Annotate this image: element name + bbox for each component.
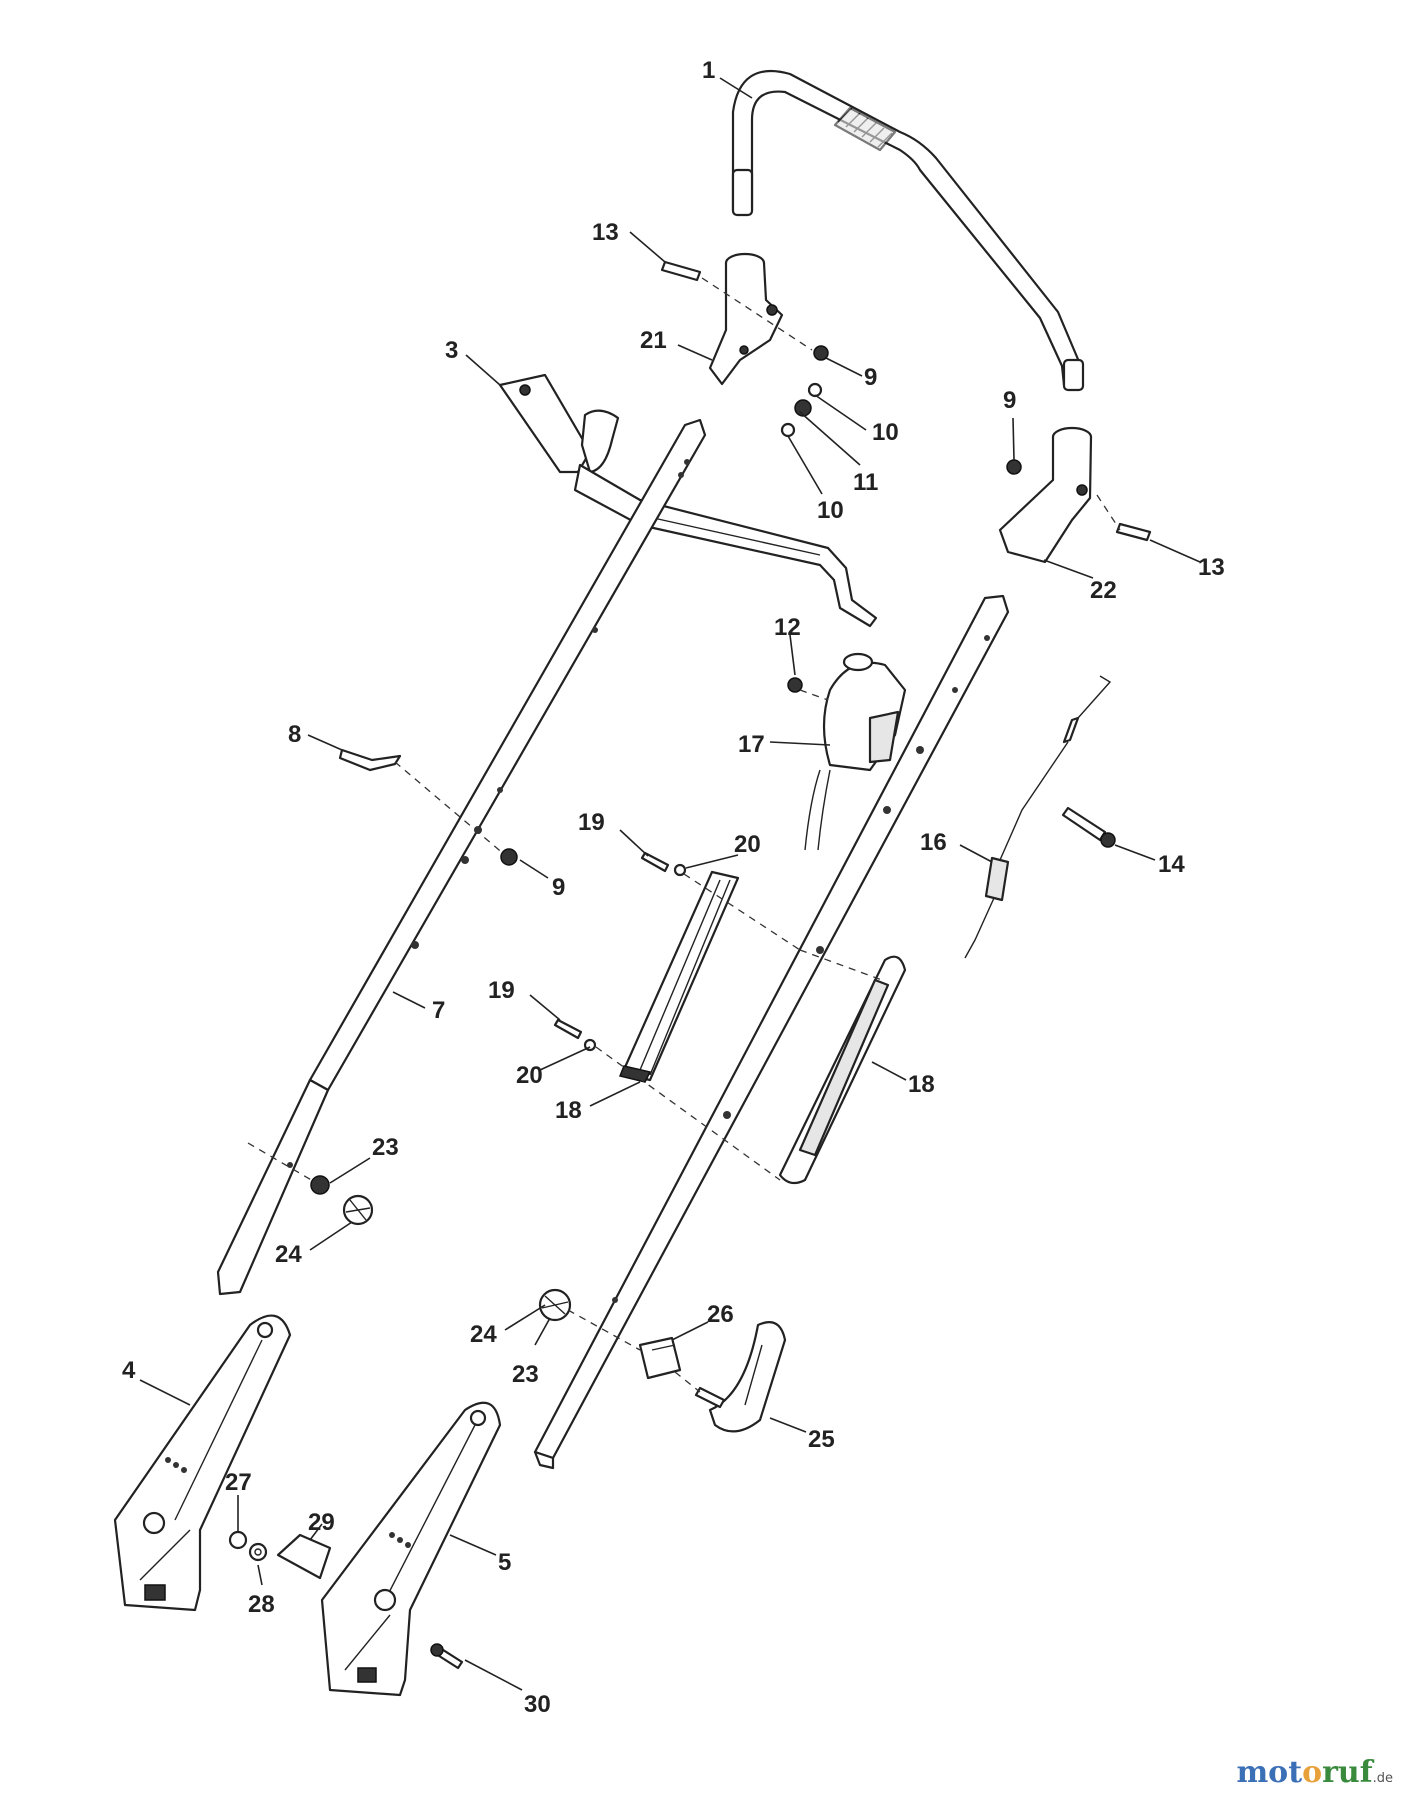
upper-handle-bar xyxy=(731,69,1085,392)
callout-18-clip: 18 xyxy=(555,1097,582,1124)
watermark-part-b: o xyxy=(1302,1755,1323,1790)
bolt-10-upper xyxy=(807,382,823,398)
callout-20-lower: 20 xyxy=(516,1062,543,1089)
cam-29 xyxy=(276,1533,332,1580)
callout-10-lower: 10 xyxy=(817,497,844,524)
callout-30: 30 xyxy=(524,1691,551,1718)
callout-13-right: 13 xyxy=(1198,554,1225,581)
handle-cover xyxy=(778,955,907,1185)
callout-23-right: 23 xyxy=(512,1361,539,1388)
callout-25: 25 xyxy=(808,1426,835,1453)
screw-13-upper xyxy=(660,260,702,282)
callout-28: 28 xyxy=(248,1591,275,1618)
cable-clip-upper xyxy=(618,870,740,1083)
washer-20-upper xyxy=(673,863,687,877)
motoruf-watermark: motoruf.de xyxy=(1236,1755,1393,1790)
callout-labels: 1 13 21 9 3 10 11 10 9 22 13 12 17 8 19 … xyxy=(122,57,1225,1718)
callout-3: 3 xyxy=(445,337,458,364)
callout-5: 5 xyxy=(498,1549,511,1576)
callout-7: 7 xyxy=(432,997,445,1024)
nut-9-right xyxy=(1006,459,1022,475)
callout-26: 26 xyxy=(707,1301,734,1328)
callout-17: 17 xyxy=(738,731,765,758)
control-cable xyxy=(964,675,1112,959)
assembly-lines xyxy=(247,277,1121,1393)
pin-8 xyxy=(338,748,402,772)
callout-21: 21 xyxy=(640,327,667,354)
watermark-part-a: mot xyxy=(1236,1755,1303,1790)
handle-tube-right xyxy=(533,594,1010,1470)
nut-12 xyxy=(787,677,803,693)
screw-19-upper xyxy=(640,851,670,873)
callout-16: 16 xyxy=(920,829,947,856)
lower-bracket-left xyxy=(113,1314,292,1612)
callout-24-left: 24 xyxy=(275,1241,302,1268)
callout-9-upper: 9 xyxy=(864,364,877,391)
handle-tube-left-lower xyxy=(216,1078,330,1296)
callout-18-cover: 18 xyxy=(908,1071,935,1098)
nut-9-left xyxy=(500,848,518,866)
callout-1: 1 xyxy=(702,57,715,84)
leader-lines xyxy=(139,77,1201,1691)
callout-19-lower: 19 xyxy=(488,977,515,1004)
knob-24-right xyxy=(538,1288,572,1322)
cable-control xyxy=(804,652,907,851)
callout-20-upper: 20 xyxy=(734,831,761,858)
screw-19-lower xyxy=(553,1018,583,1040)
callout-13-upper: 13 xyxy=(592,219,619,246)
cable-guide xyxy=(638,1336,682,1380)
watermark-part-c: ruf xyxy=(1322,1755,1373,1790)
screw-13-right xyxy=(1115,522,1152,542)
nut-27 xyxy=(228,1530,248,1550)
handle-tube-left xyxy=(308,418,707,1092)
handle-bracket-left xyxy=(708,252,784,386)
nut-9-upper xyxy=(813,345,829,361)
callout-22: 22 xyxy=(1090,577,1117,604)
callout-29: 29 xyxy=(308,1509,335,1536)
callout-14: 14 xyxy=(1158,851,1185,878)
callout-24-right: 24 xyxy=(470,1321,497,1348)
knob-24-left xyxy=(342,1194,374,1226)
bolt-10-lower xyxy=(780,422,796,438)
screw-30 xyxy=(430,1643,464,1670)
callout-8: 8 xyxy=(288,721,301,748)
quick-release-lever xyxy=(694,1321,787,1433)
screw-14 xyxy=(1061,806,1116,848)
washer-28 xyxy=(248,1542,268,1562)
callout-11: 11 xyxy=(853,469,878,496)
callout-9-right: 9 xyxy=(1003,387,1016,414)
lower-bracket-right xyxy=(320,1401,502,1697)
callout-23-left: 23 xyxy=(372,1134,399,1161)
callout-19-upper: 19 xyxy=(578,809,605,836)
callout-27: 27 xyxy=(225,1469,252,1496)
nut-11 xyxy=(794,399,812,417)
callout-9-left: 9 xyxy=(552,874,565,901)
watermark-suffix: .de xyxy=(1372,1771,1393,1786)
callout-10-upper: 10 xyxy=(872,419,899,446)
callout-12: 12 xyxy=(774,614,801,641)
callout-4: 4 xyxy=(122,1357,136,1384)
handle-bracket-right xyxy=(998,426,1093,564)
